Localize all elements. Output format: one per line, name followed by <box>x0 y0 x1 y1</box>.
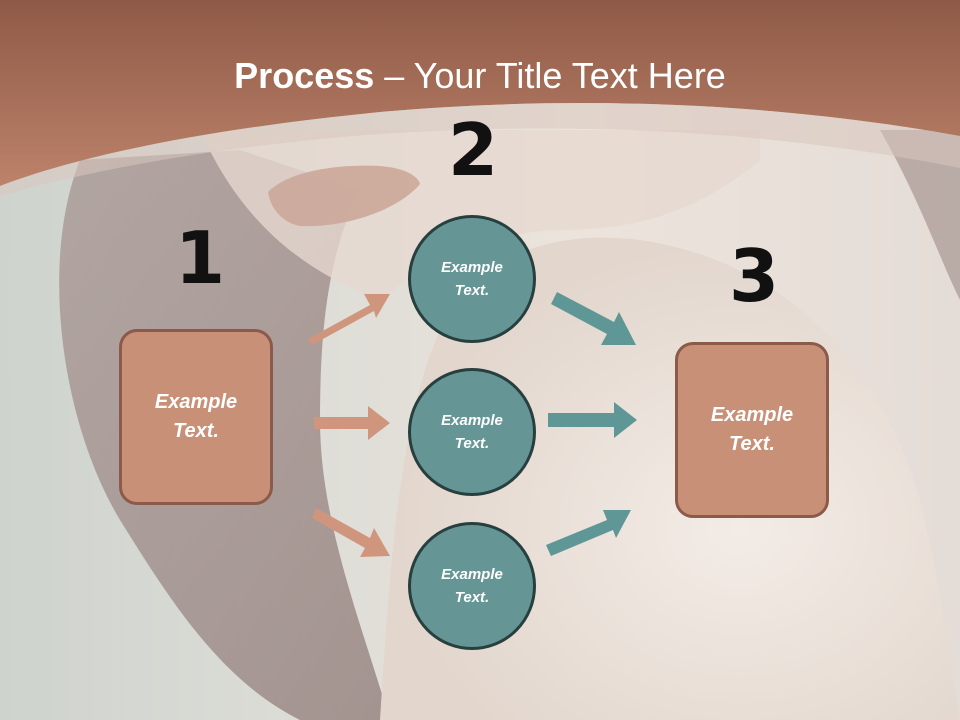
arrow-right-down <box>546 510 631 556</box>
left-box-text: Example Text. <box>154 391 238 442</box>
circle-bottom: Example Text. <box>408 522 536 650</box>
arrow-left-mid <box>314 406 390 440</box>
left-box: Example Text. <box>119 329 273 505</box>
step-number-3: 3 <box>728 234 780 318</box>
step-number-2: 2 <box>447 108 499 192</box>
arrow-left-down <box>312 508 390 557</box>
title-bold: Process <box>234 55 375 96</box>
right-arrows <box>546 292 637 556</box>
circle-middle-text: Example Text. <box>441 412 503 452</box>
arrow-right-mid <box>548 402 637 438</box>
right-box: Example Text. <box>675 342 829 518</box>
right-box-text: Example Text. <box>710 404 794 455</box>
left-arrows <box>308 294 390 557</box>
circle-top: Example Text. <box>408 215 536 343</box>
arrow-right-up <box>551 292 636 345</box>
circle-bottom-text: Example Text. <box>441 566 503 606</box>
circle-middle: Example Text. <box>408 368 536 496</box>
title-rest: – Your Title Text Here <box>374 55 726 96</box>
arrow-left-up <box>308 294 390 345</box>
slide-title: Process – Your Title Text Here <box>0 54 960 98</box>
header-band <box>0 0 960 196</box>
circle-top-text: Example Text. <box>441 259 503 299</box>
step-number-1: 1 <box>174 216 226 300</box>
